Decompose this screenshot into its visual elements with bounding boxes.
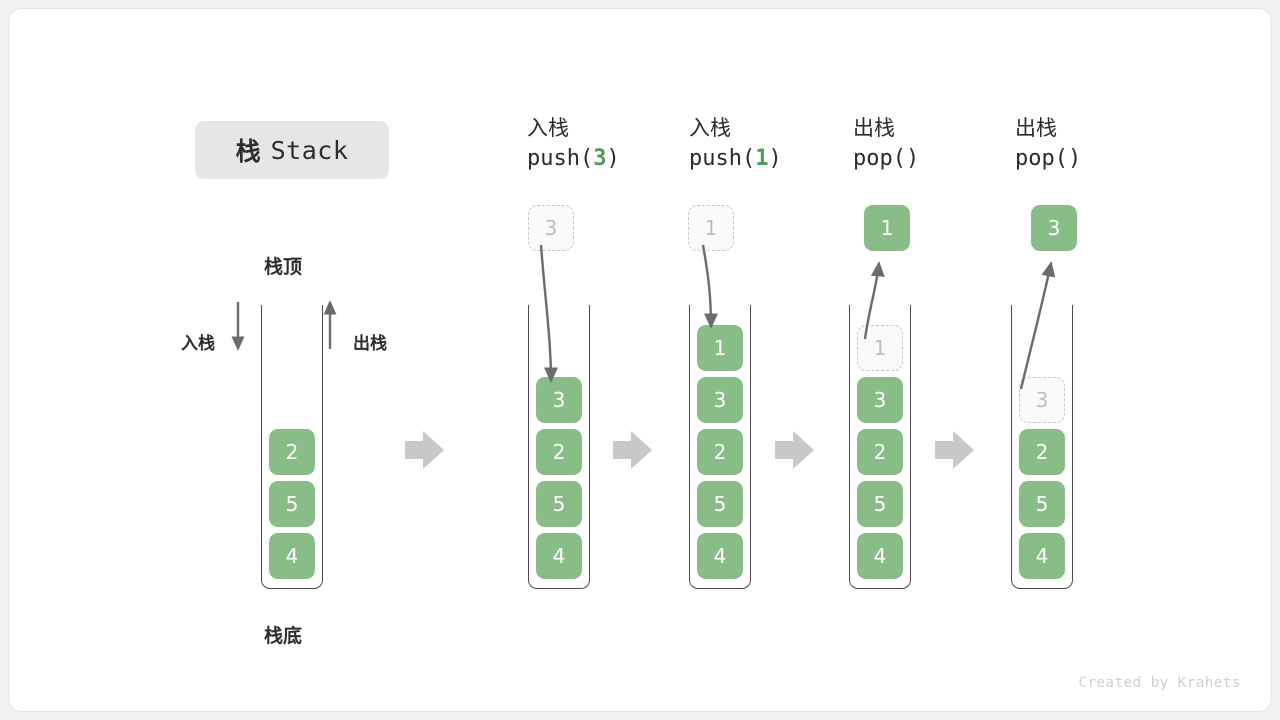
column-op-code-2: pop() xyxy=(853,146,920,172)
stack-2-element: 3 xyxy=(857,377,903,423)
incoming-ghost-element-1: 1 xyxy=(688,205,734,251)
stack-0-element: 4 xyxy=(536,533,582,579)
stack-bottom-label: 栈底 xyxy=(264,625,303,647)
flow-arrow-2 xyxy=(775,431,814,469)
stack-container-1: 1 3 2 5 4 xyxy=(689,305,751,589)
column-header-0: 入栈 push(3) xyxy=(527,115,620,174)
stack-0-element: 5 xyxy=(536,481,582,527)
column-op-code-3: pop() xyxy=(1015,146,1082,172)
column-op-code-0: push(3) xyxy=(527,146,620,172)
stack-1-element: 3 xyxy=(697,377,743,423)
stack-container-3: 3 2 5 4 xyxy=(1011,305,1073,589)
stack-2-element: 4 xyxy=(857,533,903,579)
stack-2-element: 2 xyxy=(857,429,903,475)
stack-1-element: 5 xyxy=(697,481,743,527)
base-stack-container: 2 5 4 xyxy=(261,305,323,589)
column-op-cn-0: 入栈 xyxy=(527,116,569,140)
base-stack-element: 2 xyxy=(269,429,315,475)
popped-element-2: 1 xyxy=(864,205,910,251)
pop-direction-label: 出栈 xyxy=(353,334,387,354)
stack-2-element: 5 xyxy=(857,481,903,527)
column-op-cn-3: 出栈 xyxy=(1015,116,1057,140)
stack-top-label: 栈顶 xyxy=(264,256,303,278)
flow-arrow-0 xyxy=(405,431,444,469)
column-op-cn-2: 出栈 xyxy=(853,116,895,140)
stack-container-0: 3 2 5 4 xyxy=(528,305,590,589)
stack-3-element: 3 xyxy=(1019,377,1065,423)
stack-3-element: 5 xyxy=(1019,481,1065,527)
stack-0-element: 2 xyxy=(536,429,582,475)
stack-container-2: 1 3 2 5 4 xyxy=(849,305,911,589)
base-stack-element: 4 xyxy=(269,533,315,579)
arrow-overlay xyxy=(231,244,1056,469)
column-header-2: 出栈 pop() xyxy=(853,115,919,174)
stack-3-element: 4 xyxy=(1019,533,1065,579)
flow-arrow-1 xyxy=(613,431,652,469)
flow-arrow-3 xyxy=(935,431,974,469)
incoming-ghost-element-0: 3 xyxy=(528,205,574,251)
diagram-card: 栈 Stack 栈顶 栈底 入栈 出栈 2 5 4 入栈 push(3) 3 3 2 5… xyxy=(8,8,1272,712)
stack-3-element: 2 xyxy=(1019,429,1065,475)
column-op-cn-1: 入栈 xyxy=(689,116,731,140)
popped-element-3: 3 xyxy=(1031,205,1077,251)
column-header-3: 出栈 pop() xyxy=(1015,115,1081,174)
credit-text: Created by Krahets xyxy=(1078,675,1241,691)
title-english: Stack xyxy=(270,135,349,165)
base-stack-element: 5 xyxy=(269,481,315,527)
column-header-1: 入栈 push(1) xyxy=(689,115,782,174)
stack-1-element: 4 xyxy=(697,533,743,579)
stack-1-element: 1 xyxy=(697,325,743,371)
stack-0-element: 3 xyxy=(536,377,582,423)
column-op-code-1: push(1) xyxy=(689,146,782,172)
title-badge: 栈 Stack xyxy=(195,121,389,179)
title-chinese: 栈 xyxy=(235,137,261,166)
stack-1-element: 2 xyxy=(697,429,743,475)
stack-2-element: 1 xyxy=(857,325,903,371)
push-direction-label: 入栈 xyxy=(181,334,215,354)
